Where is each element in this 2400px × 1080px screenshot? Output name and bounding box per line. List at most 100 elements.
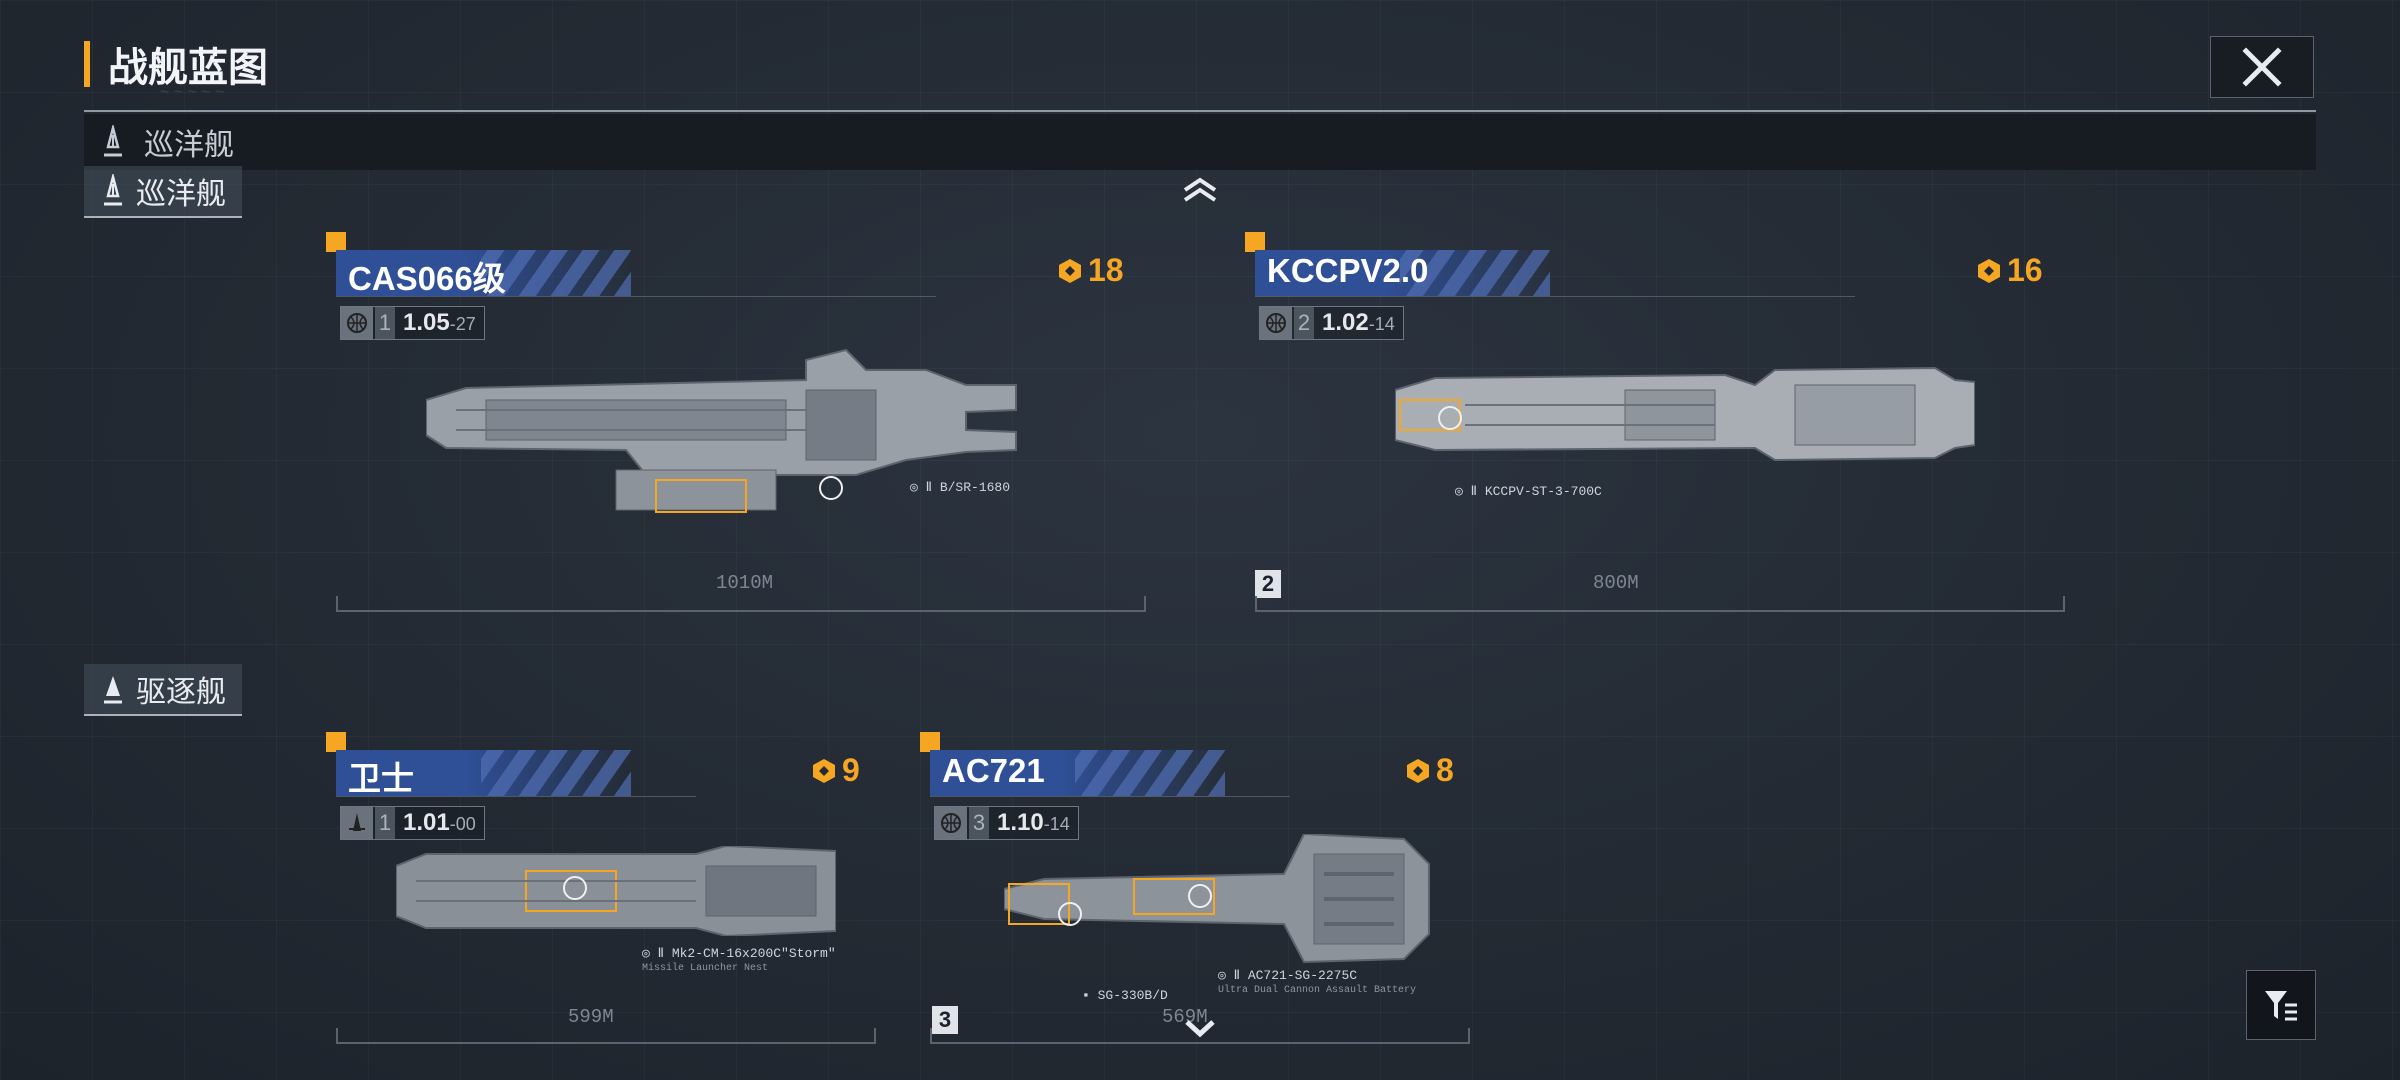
- weapon-hotspot[interactable]: [1438, 406, 1462, 430]
- weapon-callout: ◎ Ⅱ B/SR-1680: [910, 480, 1011, 495]
- expand-button[interactable]: [1175, 1012, 1225, 1048]
- power-value: 18: [1088, 252, 1124, 288]
- rank-marker: [326, 732, 346, 752]
- power-value: 16: [2007, 252, 2043, 288]
- cruiser-icon: [104, 174, 122, 206]
- ship-length: 569M: [1162, 1006, 1208, 1028]
- ship-length: 1010M: [716, 572, 774, 594]
- section-label-destroyer: 驱逐舰: [84, 664, 242, 716]
- version-sub: -27: [449, 314, 476, 334]
- ship-version: 1.01-00: [395, 809, 484, 837]
- rank-marker: [920, 732, 940, 752]
- ship-blueprint-image: [1395, 366, 1975, 462]
- power-value: 9: [842, 752, 860, 788]
- title-divider: [84, 110, 2316, 112]
- rank-marker: [326, 232, 346, 252]
- weapon-hotspot[interactable]: [563, 876, 587, 900]
- ship-card-guardian[interactable]: 卫士 9 1 1.01-00 ◎ Ⅱ Mk2-CM-16x200C"Storm"…: [326, 732, 876, 1050]
- title-accent-bar: [84, 41, 90, 87]
- name-underline: [336, 296, 936, 297]
- ship-version: 1.02-14: [1314, 309, 1403, 337]
- weapon-callout-text: KCCPV-ST-3-700C: [1484, 484, 1602, 499]
- power-icon: [1978, 258, 2000, 283]
- ship-card-cas066[interactable]: CAS066级 18 1 1.05-27 ◎ Ⅱ B/SR-1680 1010M: [326, 232, 1146, 620]
- variant-badge: 2: [1255, 570, 1281, 598]
- chevron-up-icon: [1183, 177, 1217, 202]
- ship-card-kccpv[interactable]: KCCPV2.0 16 2 1.02-14 ◎ Ⅱ KCCPV-ST-3-700…: [1245, 232, 2065, 620]
- ship-name: CAS066级: [348, 260, 506, 297]
- power-rating: 9: [810, 752, 860, 789]
- section-label-cruiser: 巡洋舰: [84, 166, 242, 218]
- ship-name-band: [336, 750, 631, 796]
- ship-blueprint-image: [1004, 834, 1430, 964]
- version-sub: -14: [1368, 314, 1395, 334]
- page-title-text: 战舰蓝图: [108, 46, 268, 90]
- ship-stats: 1 1.05-27: [340, 306, 485, 340]
- length-ruler: [930, 1028, 1470, 1044]
- weapon-hotspot[interactable]: [1188, 884, 1212, 908]
- version-main: 1.05: [403, 309, 450, 336]
- length-ruler: [336, 1028, 876, 1044]
- power-rating: 18: [1056, 252, 1124, 289]
- ship-blueprint-image: [396, 846, 836, 936]
- destroyer-icon: [104, 676, 122, 704]
- sticky-category-header[interactable]: 巡洋舰: [84, 114, 2316, 170]
- power-icon: [1407, 758, 1429, 783]
- weapon-callout-subtext: Missile Launcher Nest: [642, 963, 769, 974]
- version-main: 1.10: [997, 809, 1044, 836]
- globe-icon: [341, 307, 373, 339]
- filter-button[interactable]: [2246, 970, 2316, 1040]
- weapon-callout-text: Mk2-CM-16x200C"Storm": [671, 946, 836, 961]
- weapon-hotspot[interactable]: [819, 476, 843, 500]
- ship-version: 1.05-27: [395, 309, 484, 337]
- ship-blueprint-image: [426, 348, 1017, 513]
- collapse-button[interactable]: [1175, 172, 1225, 208]
- weapon-callout: ◎ Ⅱ Mk2-CM-16x200C"Storm"Missile Launche…: [642, 946, 836, 974]
- ship-stats: 1 1.01-00: [340, 806, 485, 840]
- weapon-callout-text: B/SR-1680: [939, 480, 1011, 495]
- ship-name: 卫士: [348, 760, 414, 797]
- name-underline: [1255, 296, 1855, 297]
- ship-level: 1: [375, 307, 395, 339]
- ship-name-band: [930, 750, 1225, 796]
- weapon-callout-subtext: Ultra Dual Cannon Assault Battery: [1218, 985, 1417, 996]
- sticky-header-label: 巡洋舰: [144, 129, 234, 162]
- filter-icon: [2265, 991, 2297, 1021]
- power-rating: 8: [1404, 752, 1454, 789]
- section-label-text: 巡洋舰: [136, 178, 226, 211]
- ship-length: 599M: [568, 1006, 614, 1028]
- power-icon: [813, 758, 835, 783]
- close-button[interactable]: [2210, 36, 2314, 98]
- version-sub: -00: [449, 814, 476, 834]
- weapon-hotspot[interactable]: [1058, 902, 1082, 926]
- ship-level: 2: [1294, 307, 1314, 339]
- ship-level: 1: [375, 807, 395, 839]
- chevron-down-icon: [1185, 1020, 1215, 1038]
- ship-stats: 3 1.10-14: [934, 806, 1079, 840]
- weapon-callout-text: AC721-SG-2275C: [1247, 968, 1358, 983]
- power-value: 8: [1436, 752, 1454, 788]
- name-underline: [930, 796, 1290, 797]
- version-main: 1.01: [403, 809, 450, 836]
- ship-version: 1.10-14: [989, 809, 1078, 837]
- rank-marker: [1245, 232, 1265, 252]
- weapon-callout: ◎ Ⅱ KCCPV-ST-3-700C: [1455, 484, 1602, 499]
- length-ruler: [1255, 596, 2065, 612]
- power-rating: 16: [1975, 252, 2043, 289]
- globe-icon: [935, 807, 967, 839]
- ship-name: KCCPV2.0: [1267, 252, 1429, 289]
- background-decoration: ~ ~ ~ ~ ~: [160, 84, 225, 101]
- close-icon: [2242, 47, 2282, 87]
- ship-icon: [341, 807, 373, 839]
- ship-stats: 2 1.02-14: [1259, 306, 1404, 340]
- ship-name-band: [1255, 250, 1550, 296]
- ship-level: 3: [969, 807, 989, 839]
- ship-length: 800M: [1593, 572, 1639, 594]
- cruiser-icon: [104, 125, 122, 157]
- ship-name: AC721: [942, 752, 1045, 789]
- version-main: 1.02: [1322, 309, 1369, 336]
- length-ruler: [336, 596, 1146, 612]
- weapon-callout-2: ▪ SG-330B/D: [1082, 988, 1168, 1003]
